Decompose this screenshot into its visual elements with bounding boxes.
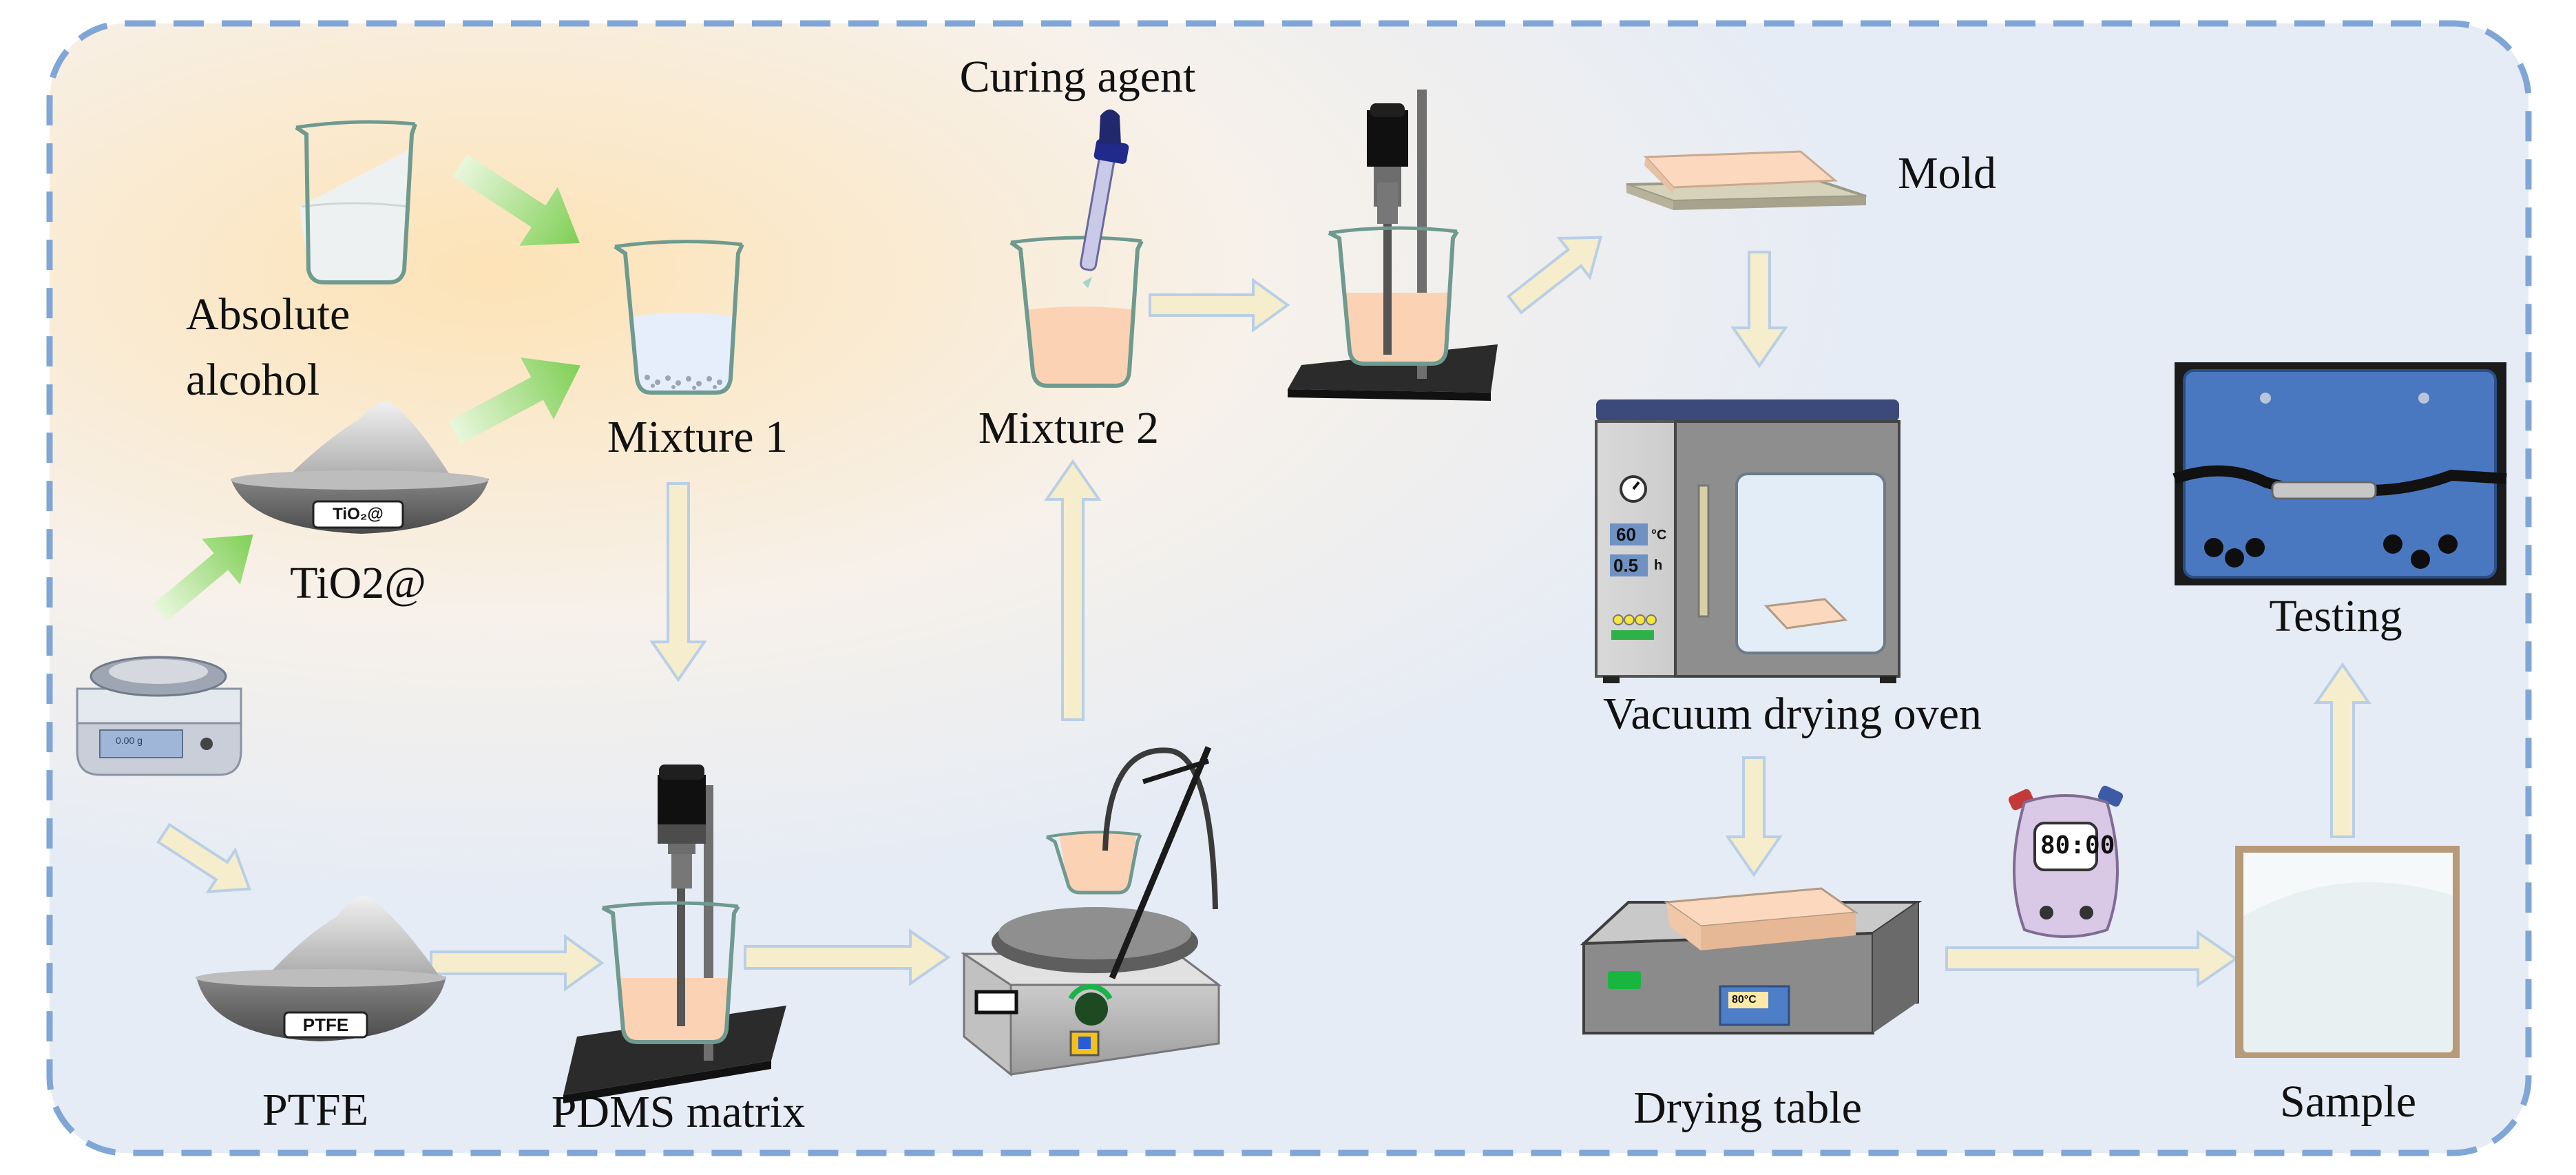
arrow-pdms-magnetic xyxy=(744,928,951,986)
arrow-oven-table xyxy=(1725,756,1783,877)
green-arrow-balance xyxy=(152,534,253,622)
green-arrow-tio2 xyxy=(448,357,581,444)
dashed-frame xyxy=(46,20,2532,1156)
background-panel xyxy=(50,23,2528,1153)
drying-table xyxy=(1580,887,1923,1035)
sample-tile xyxy=(2235,846,2460,1058)
beaker-mixture-2 xyxy=(1009,110,1144,388)
label-testing: Testing xyxy=(2269,591,2402,641)
arrow-sample-testing xyxy=(2314,662,2371,838)
arrow-ptfe-pdms xyxy=(430,934,605,992)
testing-device xyxy=(2172,362,2507,585)
arrow-mixture2-stirrer xyxy=(1149,278,1290,333)
vacuum-oven xyxy=(1595,399,1900,683)
arrow-table-sample xyxy=(1945,930,2239,988)
label-mixture-2: Mixture 2 xyxy=(978,403,1160,453)
label-drying-table: Drying table xyxy=(1633,1083,1862,1133)
bowl-ptfe xyxy=(196,895,446,1041)
flow-arrows xyxy=(156,236,2371,992)
mold xyxy=(1626,150,1867,210)
arrow-stirrer-mold xyxy=(1506,236,1603,315)
bowl-tio2 xyxy=(231,402,489,534)
tag-tio2-bowl: TiO₂@ xyxy=(333,505,384,523)
oven-temp-value: 60 xyxy=(1616,524,1636,545)
stirrer-overhead xyxy=(1288,90,1498,401)
stopwatch-display: 80:00 xyxy=(2040,831,2115,860)
label-tio2: TiO2@ xyxy=(290,558,426,608)
balance-display: 0.00 g xyxy=(116,735,143,746)
oven-temp-unit: °C xyxy=(1651,528,1667,543)
oven-time-unit: h xyxy=(1654,558,1663,573)
arrow-mold-oven xyxy=(1730,251,1788,368)
green-arrows xyxy=(152,154,581,622)
magnetic-stirrer xyxy=(961,746,1222,1077)
beaker-absolute-alcohol xyxy=(295,120,417,284)
green-arrow-alcohol xyxy=(452,154,580,246)
label-vacuum-oven: Vacuum drying oven xyxy=(1603,689,1982,739)
label-absolute-alcohol-2: alcohol xyxy=(186,355,320,405)
label-ptfe: PTFE xyxy=(262,1085,369,1135)
label-curing-agent: Curing agent xyxy=(959,52,1196,102)
arrow-balance-ptfe xyxy=(156,822,251,893)
table-display: 80°C xyxy=(1732,994,1757,1006)
label-absolute-alcohol-1: Absolute xyxy=(186,289,350,340)
oven-time-value: 0.5 xyxy=(1613,555,1639,576)
stirrer-pdms xyxy=(563,765,786,1103)
tag-ptfe-bowl: PTFE xyxy=(302,1015,349,1035)
label-pdms-matrix: PDMS matrix xyxy=(551,1087,806,1137)
stopwatch xyxy=(2008,785,2124,938)
beaker-mixture-1 xyxy=(614,240,744,395)
balance xyxy=(76,656,242,776)
label-sample: Sample xyxy=(2280,1077,2416,1127)
label-mixture-1: Mixture 1 xyxy=(607,412,788,462)
label-mold: Mold xyxy=(1898,148,1997,198)
arrow-mixture1-down xyxy=(649,482,707,683)
arrow-magnetic-up xyxy=(1044,459,1102,721)
